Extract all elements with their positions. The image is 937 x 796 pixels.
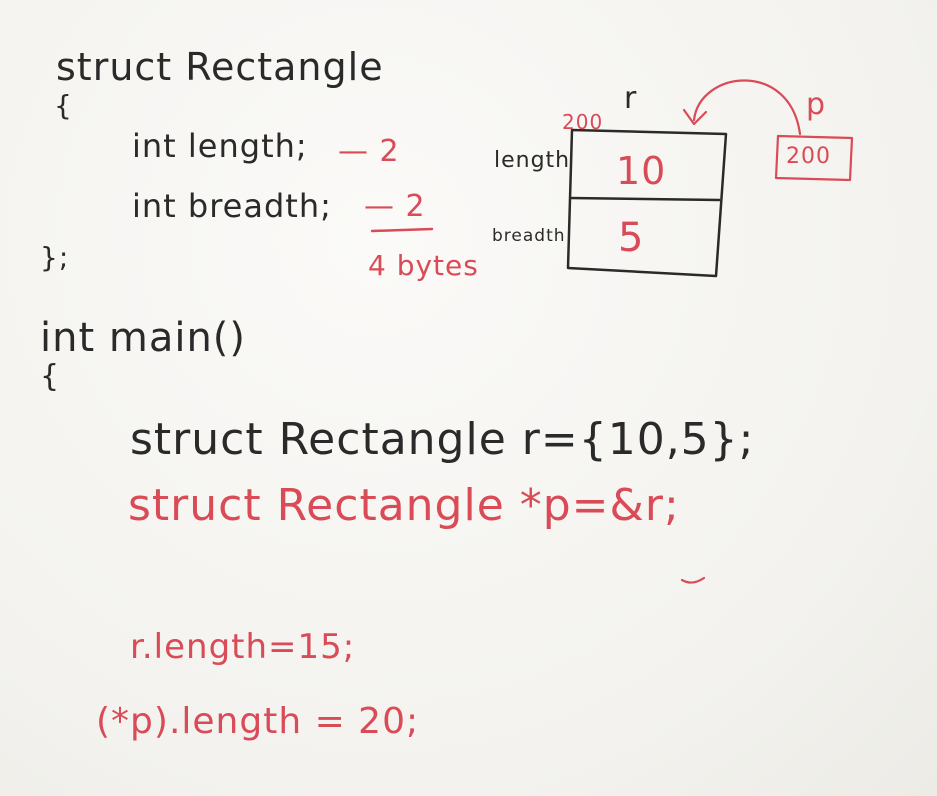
address-r: 200	[562, 110, 604, 134]
assign-p-length: (*p).length = 20;	[96, 701, 420, 742]
struct-open-brace: {	[54, 89, 73, 122]
label-length: length	[494, 148, 571, 173]
var-p-label: p	[806, 87, 827, 122]
label-breadth: breadth	[492, 226, 566, 246]
sum-underline	[370, 227, 434, 233]
size-breadth: — 2	[364, 189, 426, 224]
struct-header: struct Rectangle	[56, 45, 384, 89]
member-length: int length;	[132, 127, 308, 165]
line-struct-p: struct Rectangle *p=&r;	[128, 480, 680, 531]
arrow-head-icon	[682, 108, 708, 126]
size-total: 4 bytes	[368, 249, 479, 282]
struct-close: };	[40, 241, 70, 274]
semicolon-tail	[680, 576, 706, 584]
var-r-label: r	[624, 81, 638, 116]
value-breadth: 5	[618, 215, 645, 261]
value-length: 10	[616, 149, 667, 193]
value-p: 200	[786, 144, 831, 169]
size-length: — 2	[338, 134, 400, 169]
main-signature: int main()	[40, 315, 247, 361]
assign-r-length: r.length=15;	[130, 627, 356, 667]
box-r-divider	[569, 196, 721, 202]
member-breadth: int breadth;	[132, 187, 332, 225]
line-struct-r: struct Rectangle r={10,5};	[130, 414, 755, 465]
pointer-arrow	[692, 79, 802, 136]
main-open-brace: {	[40, 359, 61, 394]
